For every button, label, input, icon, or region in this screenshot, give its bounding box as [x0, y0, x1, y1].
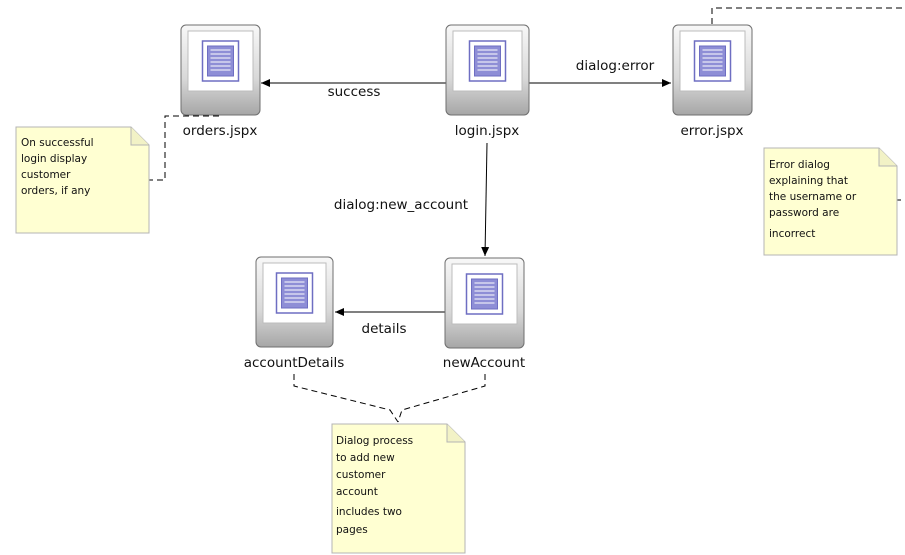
node-new-account[interactable]	[444, 257, 525, 349]
note-dialog-text: Dialog process to add new customer accou…	[336, 435, 416, 536]
edges	[261, 79, 671, 316]
node-account-details[interactable]	[255, 256, 334, 348]
page-icon	[465, 273, 504, 315]
note-connectors	[148, 7, 905, 423]
note-line: the username or	[769, 191, 857, 203]
note-line: Error dialog	[769, 159, 830, 171]
note-line: orders, if any	[21, 185, 90, 197]
edge-label-dialog-error: dialog:error	[576, 58, 655, 74]
note-line: to add new	[336, 452, 395, 464]
page-icon	[468, 40, 507, 82]
note-line: login display	[21, 153, 87, 165]
note-error-text: Error dialog explaining that the usernam…	[769, 159, 860, 240]
note-line: customer	[21, 169, 71, 181]
page-icon	[693, 40, 732, 82]
note-error[interactable]: Error dialog explaining that the usernam…	[763, 147, 898, 256]
orders-note-connector	[148, 115, 219, 181]
account-details-note-connector	[293, 374, 399, 423]
page-icon	[275, 272, 314, 314]
node-label-error: error.jspx	[680, 123, 743, 139]
node-label-new-account: newAccount	[443, 355, 525, 371]
note-line: incorrect	[769, 228, 815, 240]
node-orders[interactable]	[180, 24, 261, 116]
note-orders[interactable]: On successful login display customer ord…	[15, 126, 150, 234]
note-line: On successful	[21, 137, 94, 149]
edge-label-details: details	[362, 321, 407, 337]
page-icon	[201, 40, 240, 82]
note-dialog[interactable]: Dialog process to add new customer accou…	[331, 423, 466, 554]
node-label-account-details: accountDetails	[244, 355, 345, 371]
node-label-login: login.jspx	[455, 123, 520, 139]
new-account-note-connector	[397, 374, 486, 423]
node-login[interactable]	[445, 24, 530, 116]
edge-label-dialog-new-account: dialog:new_account	[334, 197, 468, 213]
edge-dialog-new-account	[481, 142, 490, 257]
error-note-connector	[711, 7, 905, 24]
note-line: explaining that	[769, 175, 848, 187]
node-label-orders: orders.jspx	[183, 123, 258, 139]
edge-label-success: success	[328, 84, 381, 100]
note-line: includes two	[336, 506, 402, 518]
note-orders-text: On successful login display customer ord…	[21, 137, 97, 197]
note-line: customer	[336, 469, 386, 481]
node-error[interactable]	[672, 24, 753, 116]
note-line: Dialog process	[336, 435, 413, 447]
note-line: password are	[769, 207, 839, 219]
note-line: pages	[336, 524, 368, 536]
note-line: account	[336, 486, 378, 498]
